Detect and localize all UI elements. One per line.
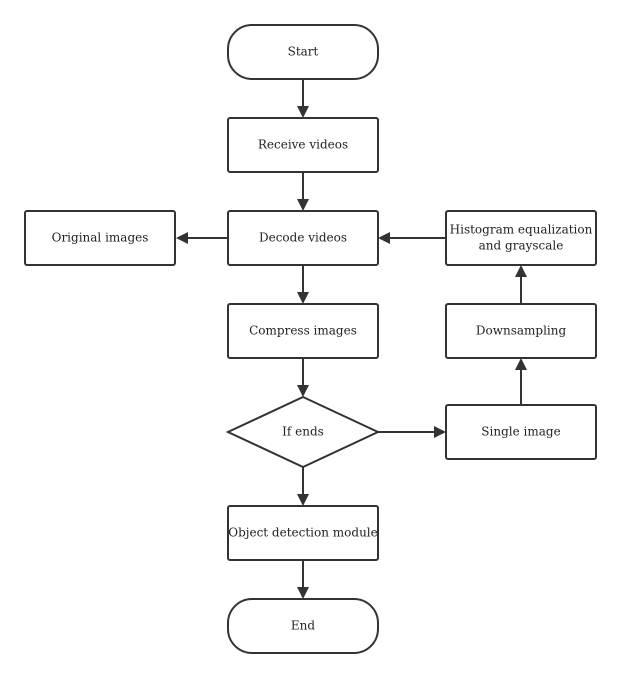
single-image-node: Single image bbox=[445, 404, 597, 460]
downsampling-node: Downsampling bbox=[445, 303, 597, 359]
edge-start-to-receive bbox=[297, 79, 309, 118]
edge-ifends-to-single bbox=[378, 426, 446, 438]
edges bbox=[176, 79, 527, 599]
arrowhead bbox=[297, 292, 309, 304]
receive-videos-node: Receive videos bbox=[227, 117, 379, 173]
receive-videos-label: Receive videos bbox=[258, 138, 348, 152]
edge-single-to-downsampling bbox=[515, 358, 527, 405]
compress-images-label: Compress images bbox=[249, 324, 357, 338]
original-images-label: Original images bbox=[52, 231, 149, 245]
arrowhead bbox=[515, 265, 527, 277]
single-image-label: Single image bbox=[481, 425, 560, 439]
edge-decode-to-compress bbox=[297, 265, 309, 304]
if-ends-label: If ends bbox=[282, 425, 324, 439]
original-images-node: Original images bbox=[24, 210, 176, 266]
object-detection-label: Object detection module bbox=[228, 526, 378, 540]
downsampling-label: Downsampling bbox=[476, 324, 567, 338]
arrowhead bbox=[297, 199, 309, 211]
edge-detection-to-end bbox=[297, 560, 309, 599]
arrowhead bbox=[297, 587, 309, 599]
edge-histogram-to-decode bbox=[378, 232, 446, 244]
edge-compress-to-ifends bbox=[297, 358, 309, 397]
if-ends-decision: If ends bbox=[225, 395, 381, 469]
start-label: Start bbox=[288, 45, 319, 59]
arrowhead bbox=[378, 232, 390, 244]
edge-decode-to-original bbox=[176, 232, 228, 244]
compress-images-node: Compress images bbox=[227, 303, 379, 359]
edge-ifends-to-detection bbox=[297, 467, 309, 506]
decode-videos-node: Decode videos bbox=[227, 210, 379, 266]
start-node: Start bbox=[227, 24, 379, 80]
arrowhead bbox=[515, 358, 527, 370]
arrowhead bbox=[297, 494, 309, 506]
edge-downsampling-to-histogram bbox=[515, 265, 527, 304]
decode-videos-label: Decode videos bbox=[259, 231, 347, 245]
end-label: End bbox=[291, 619, 315, 633]
histogram-node: Histogram equalization and grayscale bbox=[445, 210, 597, 266]
edge-receive-to-decode bbox=[297, 172, 309, 211]
object-detection-node: Object detection module bbox=[227, 505, 379, 561]
histogram-label-line2: and grayscale bbox=[479, 239, 564, 253]
arrowhead bbox=[434, 426, 446, 438]
end-node: End bbox=[227, 598, 379, 654]
arrowhead bbox=[176, 232, 188, 244]
histogram-label-line1: Histogram equalization bbox=[450, 223, 593, 237]
arrowhead bbox=[297, 106, 309, 118]
arrowhead bbox=[297, 385, 309, 397]
